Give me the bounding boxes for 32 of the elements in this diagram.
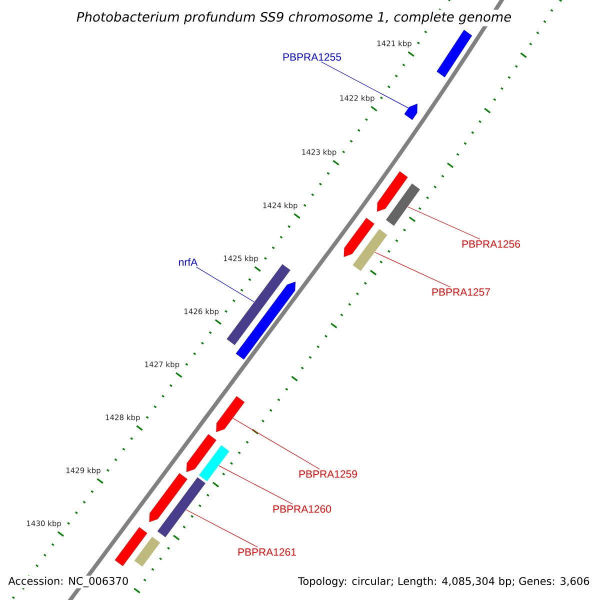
gene-label: PBPRA1260: [273, 505, 332, 513]
gene-label: PBPRA1261: [238, 548, 296, 556]
leader-line: [186, 509, 258, 548]
gene-feature: [134, 536, 160, 567]
gene-label: PBPRA1256: [462, 240, 520, 248]
gene-feature: [404, 104, 418, 120]
title: Photobacterium profundum SS9 chromosome 1, complete genome: [74, 10, 514, 26]
gene-feature: [377, 171, 408, 212]
gene-label: PBPRA1255: [283, 53, 342, 61]
gene-feature: [157, 477, 206, 538]
footer-text: Topology: circular; Length: 4,085,304 bp; Genes: 3,606: [297, 576, 591, 588]
gene-feature: [352, 229, 388, 272]
leader-line: [196, 266, 254, 302]
gene-feature: [344, 218, 374, 257]
gene-feature: [186, 434, 216, 472]
leader-line: [232, 418, 320, 470]
gene-feature: [386, 183, 420, 226]
gene-feature: [114, 527, 148, 566]
gene-label: nrfA: [179, 258, 198, 266]
leader-line: [218, 465, 293, 504]
gene-label: PBPRA1257: [432, 288, 490, 296]
gene-feature: [436, 30, 472, 78]
footer-text: Accession: NC_006370: [7, 576, 130, 588]
gene-feature: [226, 264, 290, 346]
leader-line: [374, 252, 451, 288]
leader-line: [320, 62, 409, 108]
gene-label: PBPRA1259: [299, 470, 357, 478]
gene-feature: [216, 396, 245, 432]
gene-feature: [149, 473, 188, 522]
gene-feature: [236, 282, 296, 360]
gene-feature: [199, 445, 230, 482]
leader-line: [408, 206, 480, 240]
